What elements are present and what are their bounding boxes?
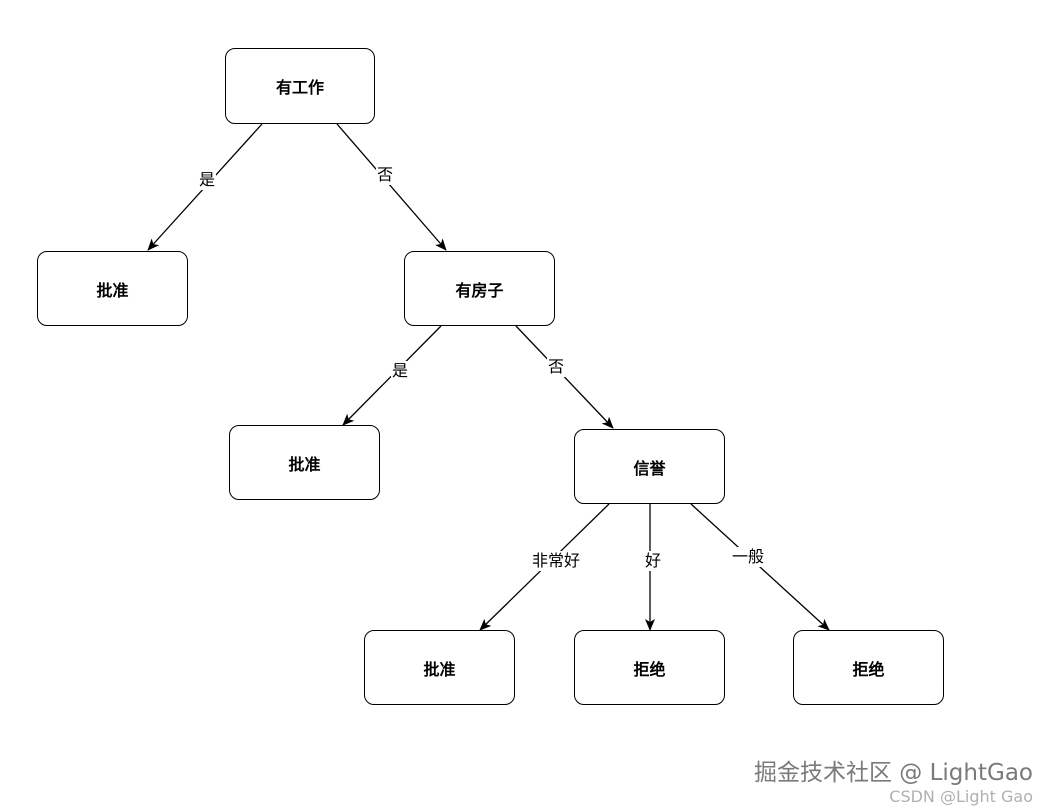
node-reject-2: 拒绝 [793, 630, 944, 705]
node-approve-2: 批准 [229, 425, 380, 500]
edge-label-credit-very-good: 非常好 [530, 551, 582, 571]
node-approve-3: 批准 [364, 630, 515, 705]
edge-label-house-no: 否 [546, 357, 566, 377]
watermark-juejin: 掘金技术社区 @ LightGao [753, 760, 1033, 786]
edge-label-house-yes: 是 [390, 361, 410, 381]
edge-credit-average [690, 503, 830, 631]
node-approve-1: 批准 [37, 251, 188, 326]
watermark-csdn: CSDN @Light Gao [889, 787, 1033, 806]
node-reject-1: 拒绝 [574, 630, 725, 705]
edge-house-no [515, 325, 614, 429]
edge-root-no [336, 123, 447, 251]
edge-label-root-yes: 是 [197, 170, 217, 190]
edge-label-root-no: 否 [375, 165, 395, 185]
node-has-house: 有房子 [404, 251, 555, 326]
node-has-job: 有工作 [225, 48, 375, 124]
node-credit: 信誉 [574, 429, 725, 504]
edge-label-credit-good: 好 [643, 551, 663, 571]
edge-label-credit-average: 一般 [730, 547, 766, 567]
